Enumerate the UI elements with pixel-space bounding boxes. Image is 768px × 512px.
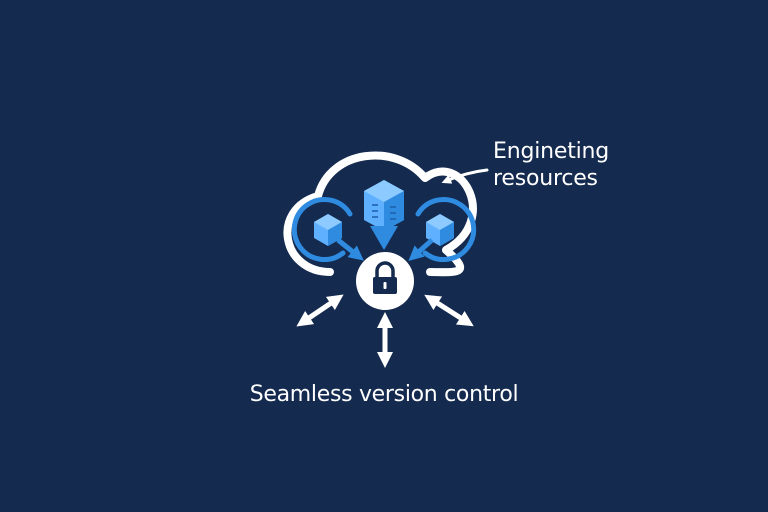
annotation-label: Engineting resources — [493, 138, 609, 192]
center-cube-chip-icon — [364, 180, 404, 250]
arrow-left-icon — [296, 294, 344, 327]
right-resource-cube-icon — [408, 197, 477, 262]
caption: Seamless version control — [249, 382, 519, 407]
left-resource-cube-icon — [291, 197, 364, 262]
lock-icon — [356, 252, 414, 310]
annotation-line-1: Engineting — [493, 139, 610, 164]
annotation-line-2: resources — [493, 166, 598, 191]
annotation-arrow-icon — [441, 168, 489, 184]
arrow-right-icon — [424, 294, 474, 327]
